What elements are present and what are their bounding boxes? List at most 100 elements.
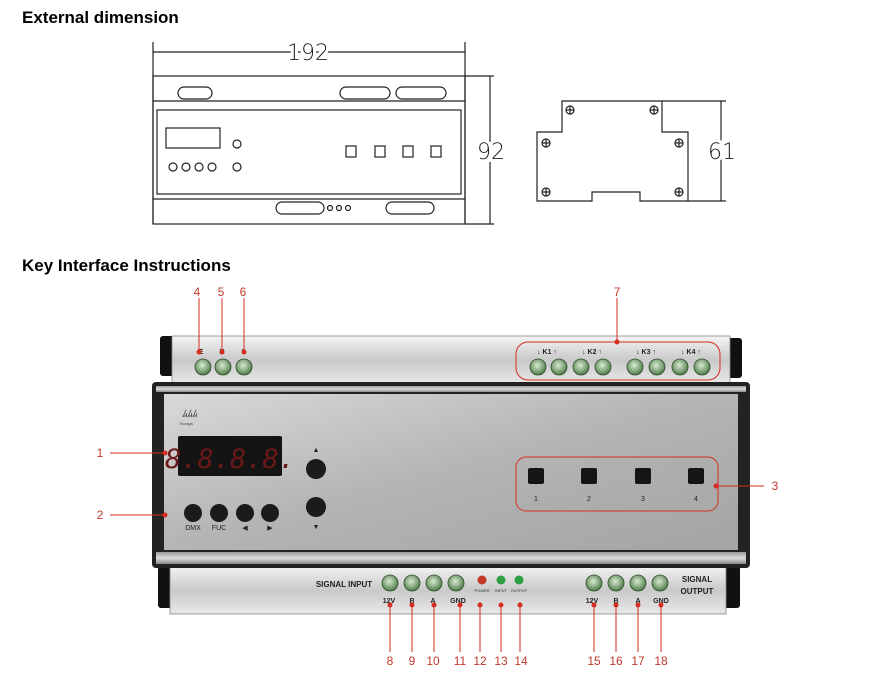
relay-callout-box bbox=[515, 341, 721, 381]
dmx-label: DMX bbox=[185, 525, 201, 532]
terminal-screw bbox=[651, 574, 669, 592]
terminal-screw bbox=[671, 358, 689, 376]
input-led-label: INPUT bbox=[495, 588, 508, 593]
dmx-button[interactable] bbox=[184, 504, 202, 522]
terminal-screw bbox=[550, 358, 568, 376]
input-b-label: B bbox=[409, 598, 414, 605]
terminal-screw bbox=[585, 574, 603, 592]
terminal-screw bbox=[626, 358, 644, 376]
down-arrow-icon: ▼ bbox=[313, 524, 320, 531]
callout-4: 4 bbox=[194, 285, 201, 299]
channel-key-label: 1 bbox=[534, 496, 538, 503]
left-arrow-icon: ◀ bbox=[242, 525, 248, 532]
callout-14: 14 bbox=[514, 654, 528, 668]
relay-label-k1: ↓ K1 ↑ bbox=[537, 349, 557, 356]
terminal-screw bbox=[607, 574, 625, 592]
top-terminal-rail bbox=[171, 335, 731, 385]
fuc-button[interactable] bbox=[210, 504, 228, 522]
terminal-screw bbox=[648, 358, 666, 376]
terminal-screw bbox=[425, 574, 443, 592]
signal-output-terminals bbox=[585, 574, 669, 592]
terminal-screw bbox=[693, 358, 711, 376]
bottom-terminal-rail bbox=[169, 565, 727, 615]
relay-terminals bbox=[529, 358, 711, 376]
channel-key-label: 2 bbox=[587, 496, 591, 503]
channel-key-label: 3 bbox=[641, 496, 645, 503]
channel-key-3[interactable] bbox=[635, 468, 651, 484]
callout-13: 13 bbox=[494, 654, 508, 668]
signal-output-label-1: SIGNAL bbox=[682, 575, 712, 584]
callout-5: 5 bbox=[218, 285, 225, 299]
input-a-label: A bbox=[430, 598, 435, 605]
width-value: 192 bbox=[287, 41, 329, 66]
fuc-label: FUC bbox=[212, 525, 226, 532]
terminal-screw bbox=[214, 358, 232, 376]
power-led-label: POWER bbox=[474, 588, 489, 593]
relay-label-k4: ↓ K4 ↑ bbox=[681, 349, 701, 356]
channel-key-2[interactable] bbox=[581, 468, 597, 484]
side-outline bbox=[536, 100, 689, 202]
output-led bbox=[514, 575, 524, 585]
callout-7: 7 bbox=[614, 285, 621, 299]
input-led bbox=[496, 575, 506, 585]
terminal-screw bbox=[529, 358, 547, 376]
terminal-screw bbox=[629, 574, 647, 592]
callout-18: 18 bbox=[654, 654, 668, 668]
signal-input-label: SIGNAL INPUT bbox=[316, 580, 372, 589]
up-arrow-icon: ▲ bbox=[313, 447, 320, 454]
callout-10: 10 bbox=[426, 654, 440, 668]
down-button[interactable] bbox=[306, 497, 326, 517]
top-slot bbox=[339, 86, 391, 100]
side-height-value: 61 bbox=[708, 140, 736, 165]
callout-11: 11 bbox=[454, 654, 467, 668]
height-value: 92 bbox=[477, 140, 505, 165]
callout-lines bbox=[110, 298, 764, 652]
callout-3: 3 bbox=[772, 479, 779, 493]
signal-output-label-2: OUTPUT bbox=[681, 587, 714, 596]
callout-16: 16 bbox=[609, 654, 623, 668]
output-gnd-label: GND bbox=[653, 598, 669, 605]
external-dimension-heading: External dimension bbox=[22, 8, 179, 27]
terminal-screw bbox=[403, 574, 421, 592]
callout-1: 1 bbox=[97, 446, 104, 460]
callout-8: 8 bbox=[387, 654, 394, 668]
svg-text:ﾑﾑﾑ: ﾑﾑﾑ bbox=[182, 409, 197, 420]
terminal-screw bbox=[235, 358, 253, 376]
display-digits: 8.8.8.8. bbox=[165, 444, 295, 475]
front-outline bbox=[152, 75, 466, 225]
output-12v-label: 12V bbox=[586, 598, 599, 605]
output-a-label: A bbox=[635, 598, 640, 605]
relay-label-k3: ↓ K3 ↑ bbox=[636, 349, 656, 356]
left-button[interactable] bbox=[236, 504, 254, 522]
callout-2: 2 bbox=[97, 508, 104, 522]
bottom-slot bbox=[385, 201, 435, 215]
output-b-label: B bbox=[613, 598, 618, 605]
callout-17: 17 bbox=[631, 654, 645, 668]
channel-key-label: 4 bbox=[694, 496, 698, 503]
top-slot bbox=[177, 86, 213, 100]
signal-input-terminals bbox=[381, 574, 465, 592]
terminal-screw bbox=[194, 358, 212, 376]
terminal-screw bbox=[572, 358, 590, 376]
input-12v-label: 12V bbox=[383, 598, 396, 605]
channel-key-4[interactable] bbox=[688, 468, 704, 484]
terminal-screw bbox=[594, 358, 612, 376]
key-interface-heading: Key Interface Instructions bbox=[22, 256, 231, 275]
display-outline bbox=[165, 127, 221, 149]
svg-text:Ecosys: Ecosys bbox=[180, 421, 193, 426]
channel-key-1[interactable] bbox=[528, 468, 544, 484]
terminal-screw bbox=[381, 574, 399, 592]
up-button[interactable] bbox=[306, 459, 326, 479]
power-led bbox=[477, 575, 487, 585]
relay-label-k2: ↓ K2 ↑ bbox=[582, 349, 602, 356]
callout-9: 9 bbox=[409, 654, 416, 668]
front-view-drawing bbox=[152, 42, 494, 225]
bottom-slot bbox=[275, 201, 325, 215]
right-button[interactable] bbox=[261, 504, 279, 522]
power-terminals bbox=[194, 358, 253, 376]
top-slot bbox=[395, 86, 447, 100]
output-led-label: OUTPUT bbox=[511, 588, 528, 593]
callout-6: 6 bbox=[240, 285, 247, 299]
callout-15: 15 bbox=[587, 654, 601, 668]
